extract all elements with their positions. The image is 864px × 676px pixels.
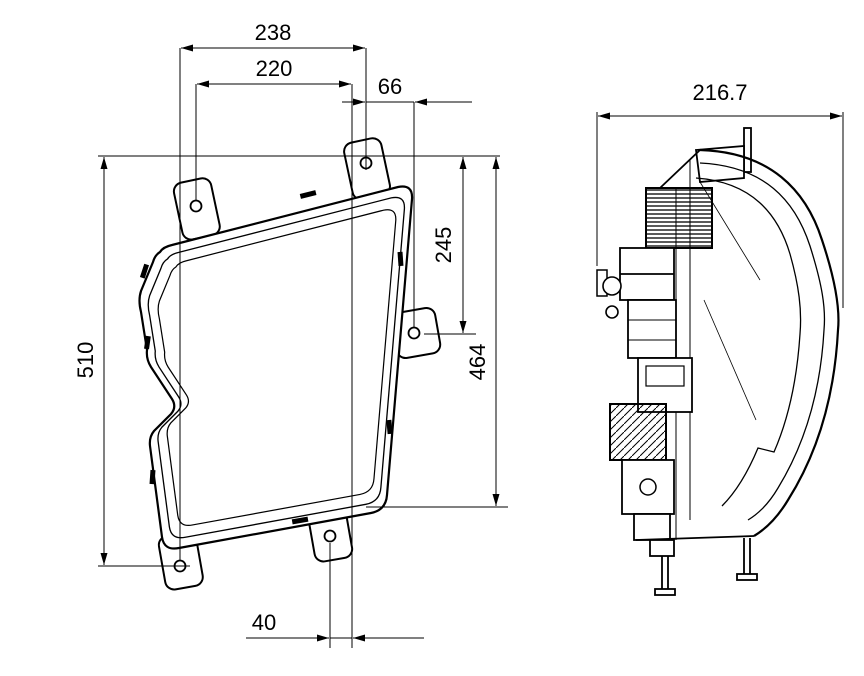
bottom-mounting-pins	[654, 538, 758, 596]
tab-hole-bottom-mid	[323, 529, 337, 543]
rear-housing-blocks	[596, 160, 755, 557]
edge-clips	[139, 190, 404, 525]
dim-label-front-offset-bottom: 40	[252, 610, 276, 635]
adjuster-knob-lower	[605, 305, 619, 319]
side-bezel-contour	[695, 177, 802, 507]
front-view	[138, 137, 442, 591]
side-lens-inner	[699, 162, 826, 521]
side-lens-outer	[699, 148, 840, 537]
dim-label-side-depth: 216.7	[692, 80, 747, 105]
extension-lines	[98, 48, 844, 648]
dim-side-depth: 216.7	[598, 80, 842, 120]
adjuster-knob-upper	[602, 276, 622, 296]
dim-front-height-upper: 245	[431, 157, 467, 333]
top-pin	[743, 127, 752, 173]
dim-front-height-mount: 464	[465, 157, 500, 506]
lamp-inner-flange	[147, 196, 406, 539]
dim-front-width-inner: 220	[197, 56, 351, 88]
dim-label-front-height-upper: 245	[431, 227, 456, 264]
dim-front-offset-bottom: 40	[246, 610, 424, 642]
dimension-annotations: 238 220 66 216.7 510	[73, 20, 844, 648]
lamp-lens-bead	[157, 209, 397, 526]
dim-front-width-outer: 238	[181, 20, 365, 52]
dim-label-front-height-mount: 464	[465, 344, 490, 381]
hatched-bracket-block	[609, 403, 667, 461]
side-view	[596, 127, 840, 596]
heatsink-fins-block	[645, 187, 713, 249]
dim-label-front-width-outer: 238	[255, 20, 292, 45]
dim-front-height-overall: 510	[73, 157, 108, 565]
dim-label-front-width-inner: 220	[256, 56, 293, 81]
top-bracket	[694, 145, 745, 183]
dim-front-offset-right: 66	[342, 74, 472, 106]
tab-hole-top-left	[189, 199, 203, 213]
dim-label-front-height-overall: 510	[73, 342, 98, 379]
lamp-outer-outline	[138, 185, 414, 550]
dim-label-front-offset-right: 66	[378, 74, 402, 99]
tab-hole-side-right	[407, 326, 421, 340]
